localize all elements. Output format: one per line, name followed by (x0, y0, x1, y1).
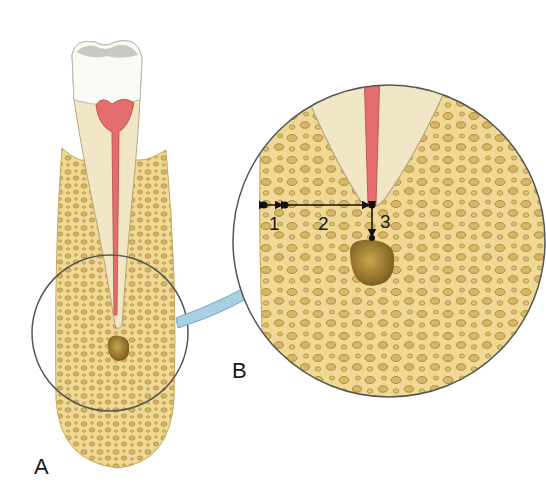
panel-letter: A (34, 456, 49, 478)
callout-number: 1 (269, 214, 280, 233)
callout-number: 3 (380, 212, 391, 231)
panel-letter: B (232, 360, 247, 382)
callout-number: 2 (318, 214, 329, 233)
